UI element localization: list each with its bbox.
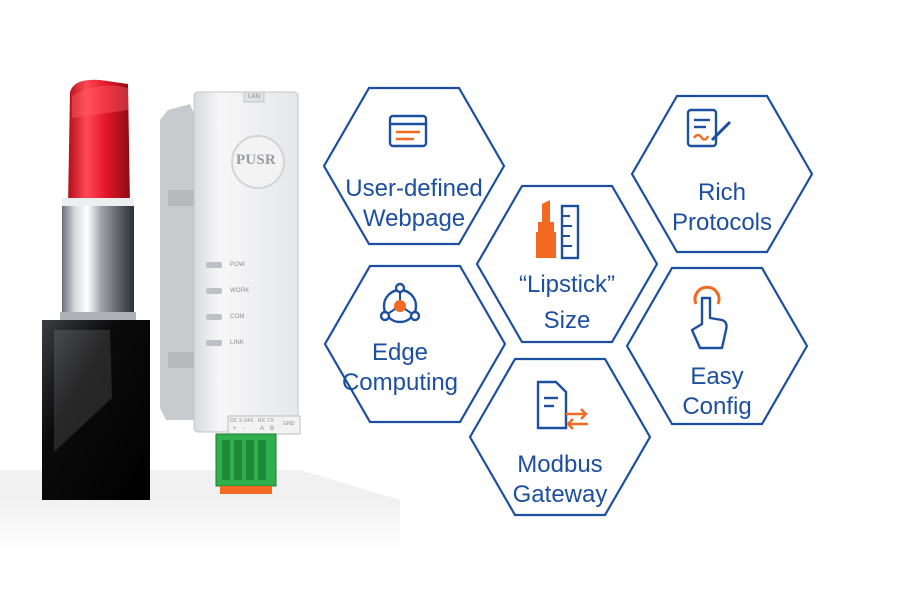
document-transfer-icon	[536, 380, 588, 430]
feature-edge-line2: Computing	[341, 369, 459, 396]
terminal-label-gnd: GND	[283, 421, 295, 427]
gateway-device-image	[160, 91, 301, 494]
document-signature-icon	[686, 108, 732, 148]
network-node-icon	[379, 282, 421, 324]
lipstick-image	[42, 79, 150, 500]
led-label-link: LINK	[230, 340, 245, 346]
feature-webpage-line2: Webpage	[362, 205, 466, 232]
feature-protocols-line1: Rich	[697, 179, 746, 206]
hex-rich-protocols	[630, 94, 814, 254]
feature-modbus-line1: Modbus	[517, 451, 603, 478]
feature-label-webpage: User-defined Webpage	[324, 174, 504, 234]
hex-user-defined-webpage	[322, 86, 506, 246]
lipstick-ruler-icon	[536, 200, 580, 260]
terminal-label-rs485: RX·TX	[258, 418, 274, 424]
terminal-pin-minus: -	[243, 426, 246, 432]
feature-lipstick-line1: “Lipstick”	[518, 271, 615, 298]
feature-modbus-line2: Gateway	[512, 481, 608, 508]
feature-config-line2: Config	[682, 393, 752, 420]
led-label-pow: POW	[230, 262, 245, 268]
webpage-icon	[388, 114, 428, 148]
feature-label-easy-config: Easy Config	[627, 362, 807, 422]
hex-modbus-gateway	[468, 357, 652, 517]
feature-webpage-line1: User-defined	[345, 175, 483, 202]
feature-label-edge-computing: Edge Computing	[310, 338, 490, 398]
feature-lipstick-line2: Size	[543, 307, 591, 334]
led-label-work: WORK	[230, 288, 250, 294]
feature-hexagons	[322, 86, 814, 517]
terminal-pin-b: B	[270, 426, 275, 432]
device-port-label: LAN	[248, 94, 261, 100]
hex-edge-computing	[323, 264, 507, 424]
feature-label-modbus-gateway: Modbus Gateway	[470, 450, 650, 510]
hex-lipstick-size	[475, 184, 659, 344]
led-label-com: COM	[230, 314, 245, 320]
tap-hand-icon	[690, 285, 728, 350]
terminal-pin-a: A	[260, 426, 265, 432]
feature-label-lipstick-size: “Lipstick” Size	[477, 270, 657, 336]
feature-config-line1: Easy	[690, 363, 744, 390]
hex-easy-config	[625, 266, 809, 426]
terminal-pin-plus: +	[233, 426, 237, 432]
terminal-label-power: DC 5-24V	[230, 418, 254, 424]
feature-edge-line1: Edge	[371, 339, 429, 366]
feature-label-protocols: Rich Protocols	[632, 178, 812, 238]
device-brand: PUSR	[236, 152, 276, 168]
feature-protocols-line2: Protocols	[671, 209, 773, 236]
